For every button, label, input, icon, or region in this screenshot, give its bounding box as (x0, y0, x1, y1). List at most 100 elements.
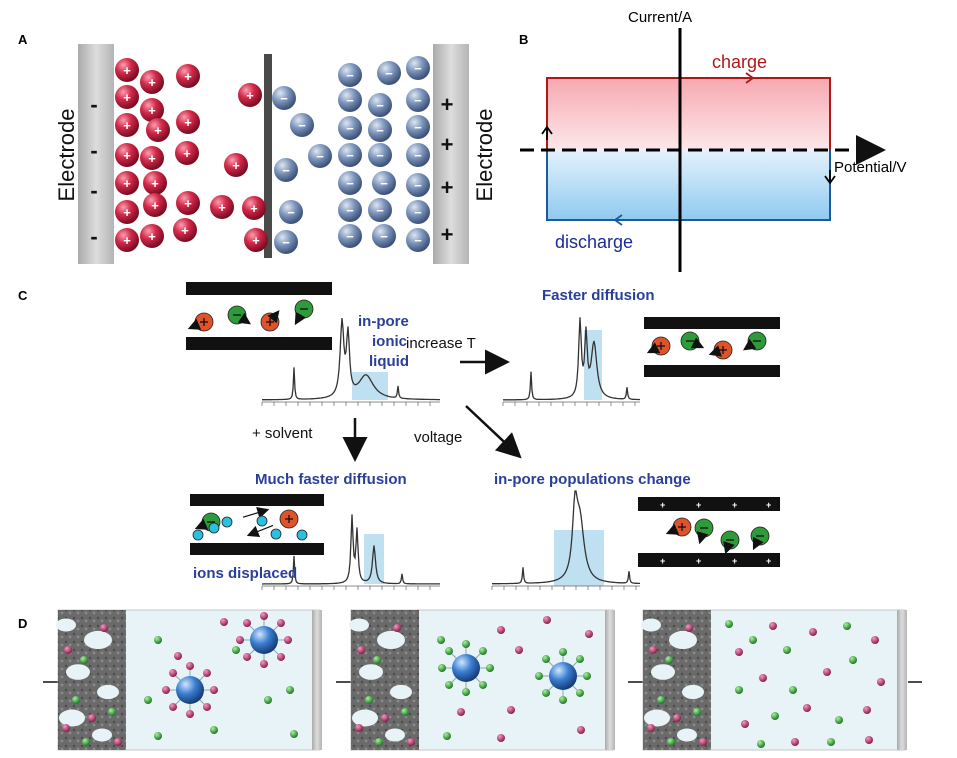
pore-charged: + + + + + + + + (638, 497, 780, 567)
pore-anion (750, 526, 770, 551)
svg-text:+: + (232, 158, 240, 173)
cation: + (143, 193, 167, 217)
cation-particle (162, 686, 170, 694)
anion-particle (559, 648, 567, 656)
pore-anion (294, 299, 314, 326)
anion-particle (365, 696, 373, 704)
pore-cation (646, 336, 671, 356)
anion-particle (264, 696, 272, 704)
pore-cavity (682, 684, 704, 700)
current-collector (605, 610, 615, 750)
anion: − (368, 118, 392, 142)
pore-cavity (385, 728, 405, 742)
cation-particle (260, 660, 268, 668)
cation-particle (877, 678, 885, 686)
right-electrode-label: Electrode (472, 109, 497, 202)
discharge-direction-arrow (613, 214, 628, 226)
cation: + (244, 228, 268, 252)
anion-particle (401, 708, 409, 716)
anion: − (406, 173, 430, 197)
panel-b-cyclic-voltammogram: Current/A Potential/V charge discharge (520, 9, 907, 272)
svg-text:+: + (123, 205, 131, 220)
svg-text:−: − (376, 123, 384, 138)
panel-label-d: D (18, 616, 27, 631)
anion-particle (771, 712, 779, 720)
cation-particle (507, 706, 515, 714)
svg-text:−: − (282, 235, 290, 250)
cation-particle (515, 646, 523, 654)
pore-cavity (84, 630, 112, 650)
anion: − (368, 198, 392, 222)
solvated-ion (438, 640, 494, 696)
cation: + (140, 146, 164, 170)
charge-curve (546, 77, 831, 150)
current-axis-label: Current/A (628, 9, 692, 26)
discharge-label: discharge (555, 232, 633, 252)
state-3-sublabel: ions displaced (193, 565, 297, 582)
cation: + (143, 171, 167, 195)
anion-particle (535, 672, 543, 680)
cation-particle (64, 646, 72, 654)
cation-particle (169, 702, 178, 711)
anion-particle (667, 738, 675, 746)
arrow-label-voltage: voltage (414, 429, 462, 446)
cation-particle (407, 738, 415, 746)
svg-text:+: + (123, 148, 131, 163)
cation: + (224, 153, 248, 177)
anion-particle (575, 688, 584, 697)
anion-particle (575, 655, 584, 664)
cation-particle (100, 624, 108, 632)
cation: + (115, 85, 139, 109)
cation-particle (220, 618, 228, 626)
nmr-spectrum (262, 318, 440, 401)
anion-particle (849, 656, 857, 664)
anion-particle (373, 656, 381, 664)
panel-c-nmr-states: + + + + + + + + in-pore ionic liquid Fas… (186, 282, 780, 590)
svg-text:+: + (218, 200, 226, 215)
pore-cation (246, 509, 299, 538)
pore-cavity (359, 664, 383, 680)
svg-text:+: + (123, 176, 131, 191)
nmr-spectrum (502, 317, 641, 401)
pore-plus-sign: + (696, 500, 701, 510)
cation: + (140, 224, 164, 248)
pore-cavity (92, 728, 112, 742)
anion: − (279, 200, 303, 224)
anion-particle (725, 620, 733, 628)
arrow-label-temperature: increase T (406, 335, 476, 352)
anion: − (368, 143, 392, 167)
solvent-molecule (256, 515, 268, 527)
svg-text:−: − (287, 205, 295, 220)
anion: − (272, 86, 296, 110)
anion: − (338, 224, 362, 248)
cation-particle (243, 652, 252, 661)
svg-text:−: − (282, 163, 290, 178)
anion-particle (443, 732, 451, 740)
cation-particle (863, 706, 871, 714)
svg-text:−: − (346, 229, 354, 244)
panel-a-double-layer: Electrode Electrode - - - - + + + + ++++… (54, 44, 497, 264)
cation: + (115, 58, 139, 82)
svg-text:−: − (414, 178, 422, 193)
arrow-label-solvent: + solvent (252, 425, 313, 442)
anion: − (372, 171, 396, 195)
cation-particle (685, 624, 693, 632)
pore-cavity (97, 684, 119, 700)
pore-cation (187, 312, 214, 332)
anion: − (338, 116, 362, 140)
separator-membrane (264, 54, 272, 258)
anion-particle (657, 696, 665, 704)
discharge-curve (546, 150, 831, 221)
svg-text:−: − (376, 98, 384, 113)
pore-cation (708, 340, 733, 360)
anion: − (338, 198, 362, 222)
panel-label-a: A (18, 32, 28, 47)
pore-anion (694, 518, 714, 545)
cation-particle (260, 612, 268, 620)
in-pore-highlight (352, 372, 388, 400)
svg-text:+: + (184, 115, 192, 130)
anion-particle (437, 636, 445, 644)
cation: + (115, 171, 139, 195)
cation-particle (543, 616, 551, 624)
pore-plus-sign: + (732, 500, 737, 510)
